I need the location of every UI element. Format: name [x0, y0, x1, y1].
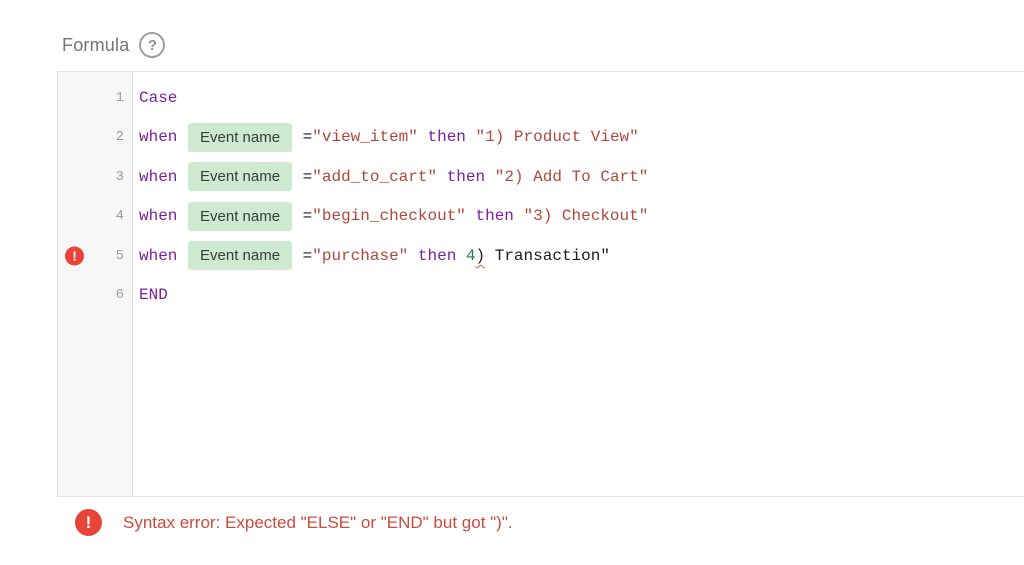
token-plain	[408, 247, 418, 265]
gutter-cell: 6	[58, 276, 134, 316]
line-number-gutter	[58, 72, 133, 496]
line-number: 6	[115, 287, 124, 304]
line-number: 2	[115, 129, 124, 146]
token-plain	[456, 247, 466, 265]
token-plain: =	[293, 128, 313, 147]
code-line[interactable]: 1 Case	[58, 78, 1024, 118]
token-plain: =	[293, 246, 313, 265]
code-line-content[interactable]: when Event name ="add_to_cart" then "2) …	[134, 162, 649, 192]
code-lines: 1 Case 2 when Event name ="view_item" then …	[58, 72, 1024, 315]
code-line[interactable]: 4 when Event name ="begin_checkout" then …	[58, 197, 1024, 237]
code-line[interactable]: 3 when Event name ="add_to_cart" then "2)…	[58, 157, 1024, 197]
token-kw: when	[139, 167, 188, 186]
token-kw: then	[417, 246, 457, 265]
help-icon-glyph: ?	[147, 36, 157, 54]
token-errparen: )	[475, 246, 486, 265]
token-kw: when	[139, 207, 188, 226]
token-plain	[437, 168, 447, 186]
token-kw: then	[475, 207, 514, 226]
token-plain: =	[293, 167, 313, 186]
code-line-content[interactable]: when Event name ="begin_checkout" then "…	[134, 201, 649, 231]
token-str: "2) Add To Cart"	[494, 167, 649, 186]
help-icon[interactable]: ?	[139, 32, 166, 58]
token-str: "1) Product View"	[475, 128, 639, 147]
token-str: "3) Checkout"	[523, 207, 649, 226]
formula-header: Formula ?	[62, 30, 166, 60]
gutter-cell: 3	[58, 157, 134, 197]
line-number: 1	[115, 89, 124, 106]
formula-label: Formula	[62, 34, 130, 55]
token-kw: when	[139, 246, 188, 265]
syntax-error-bar: ! Syntax error: Expected "ELSE" or "END"…	[75, 509, 513, 536]
gutter-cell: 4	[58, 197, 134, 237]
code-line[interactable]: 2 when Event name ="view_item" then "1) P…	[58, 118, 1024, 158]
field-chip-event-name[interactable]: Event name	[188, 122, 293, 152]
token-kw: END	[139, 286, 168, 305]
line-number: 5	[115, 247, 124, 264]
token-plain	[418, 128, 428, 146]
error-icon: !	[75, 509, 102, 536]
line-number: 4	[115, 208, 124, 225]
field-chip-event-name[interactable]: Event name	[188, 241, 293, 271]
code-line-content[interactable]: END	[134, 286, 168, 304]
gutter-cell: !5	[58, 236, 134, 276]
code-line-content[interactable]: when Event name ="purchase" then 4) Tran…	[134, 241, 610, 271]
token-kw: then	[427, 128, 466, 147]
token-kw: Case	[139, 88, 178, 107]
token-plain: =	[293, 207, 313, 226]
token-plain	[466, 128, 476, 146]
code-line[interactable]: 6 END	[58, 276, 1024, 316]
code-line-content[interactable]: when Event name ="view_item" then "1) Pr…	[134, 122, 639, 152]
token-str: "view_item"	[312, 128, 418, 147]
token-kw: when	[139, 128, 188, 147]
line-error-icon: !	[65, 246, 84, 266]
field-chip-event-name[interactable]: Event name	[188, 162, 293, 192]
token-kw: then	[446, 167, 486, 186]
token-plain	[514, 207, 524, 225]
syntax-error-message: Syntax error: Expected "ELSE" or "END" b…	[123, 512, 513, 532]
token-str: "add_to_cart"	[312, 167, 438, 186]
token-str: "begin_checkout"	[312, 207, 466, 226]
gutter-cell: 1	[58, 78, 134, 118]
token-plain	[485, 168, 495, 186]
field-chip-event-name[interactable]: Event name	[188, 201, 293, 231]
line-number: 3	[115, 168, 124, 185]
token-num: 4	[465, 246, 476, 265]
token-plain: Transaction"	[485, 246, 610, 265]
token-str: "purchase"	[312, 246, 409, 265]
error-icon-glyph: !	[85, 513, 92, 532]
formula-code-editor[interactable]: 1 Case 2 when Event name ="view_item" then …	[57, 71, 1024, 497]
token-plain	[466, 207, 476, 225]
code-line-content[interactable]: Case	[134, 89, 177, 107]
gutter-cell: 2	[58, 118, 134, 158]
